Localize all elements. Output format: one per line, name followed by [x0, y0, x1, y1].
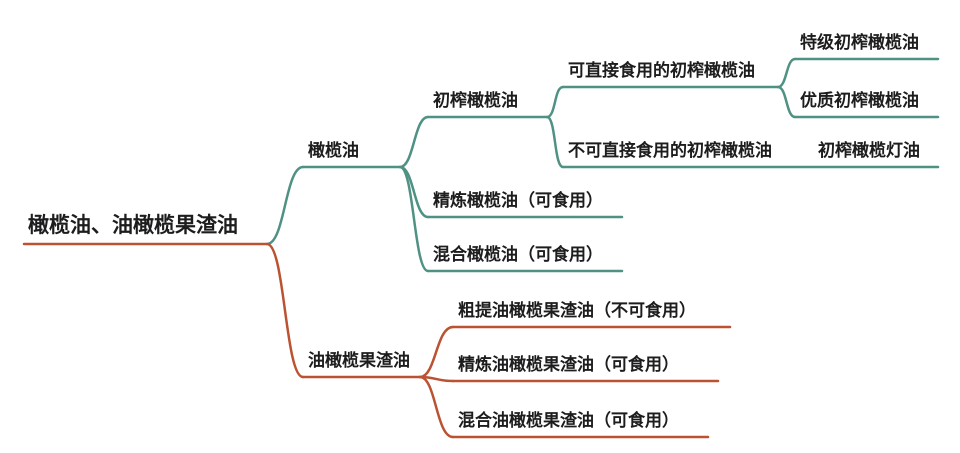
- node-lampante-virgin-olive-oil: 初榨橄榄灯油: [818, 141, 920, 161]
- link-olive-virgin: [398, 115, 430, 169]
- node-edible-virgin-olive-oil: 可直接食用的初榨橄榄油: [568, 61, 755, 81]
- link-virgin-nonedible: [545, 115, 565, 169]
- node-nonedible-virgin-olive-oil: 不可直接食用的初榨橄榄油: [568, 141, 772, 161]
- node-olive-oil: 橄榄油: [308, 141, 359, 161]
- link-edible-fine: [776, 85, 797, 119]
- node-refined-pomace-oil: 精炼油橄榄果渣油（可食用）: [458, 355, 679, 375]
- node-pomace-oil: 油橄榄果渣油: [308, 351, 410, 371]
- link-pomace-crude: [418, 325, 455, 379]
- node-blended-pomace-oil: 混合油橄榄果渣油（可食用）: [458, 411, 679, 431]
- link-root-olive-oil: [265, 165, 305, 246]
- node-root: 橄榄油、油橄榄果渣油: [28, 213, 238, 237]
- link-olive-refined: [398, 165, 430, 219]
- node-crude-pomace-oil: 粗提油橄榄果渣油（不可食用）: [458, 301, 696, 321]
- node-blended-olive-oil: 混合橄榄油（可食用）: [433, 245, 603, 265]
- link-root-pomace: [265, 242, 305, 379]
- node-fine-virgin-olive-oil: 优质初榨橄榄油: [800, 91, 919, 111]
- link-pomace-blended: [418, 375, 455, 439]
- node-virgin-olive-oil: 初榨橄榄油: [433, 91, 518, 111]
- link-virgin-edible: [545, 85, 565, 119]
- node-extra-virgin-olive-oil: 特级初榨橄榄油: [800, 33, 919, 53]
- link-olive-blended: [398, 165, 430, 273]
- link-edible-extra: [776, 57, 797, 89]
- node-refined-olive-oil: 精炼橄榄油（可食用）: [433, 191, 603, 211]
